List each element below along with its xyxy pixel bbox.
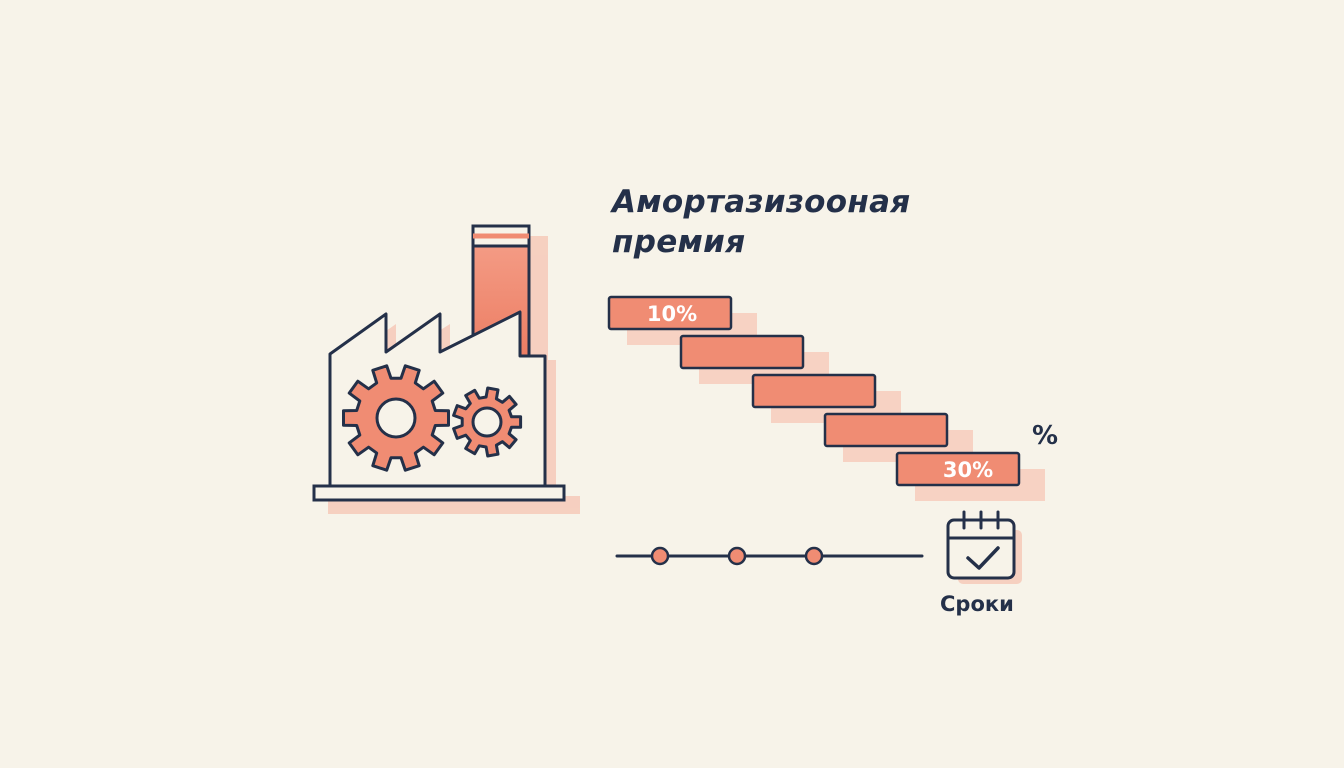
- title-line-2: премия: [612, 224, 746, 260]
- calendar-check-icon: [946, 510, 1022, 584]
- gear-icon: [342, 364, 450, 472]
- deadline-label: Сроки: [940, 592, 1014, 616]
- step-bar: [679, 334, 805, 370]
- step-label: 10%: [647, 302, 697, 326]
- step-bar: [751, 373, 877, 409]
- factory-icon: [312, 224, 580, 514]
- title-line-1: Амортазизооная: [612, 184, 911, 220]
- gear-icon: [452, 386, 523, 458]
- step-label: 30%: [943, 458, 993, 482]
- step-bar: [823, 412, 949, 448]
- timeline-dot: [727, 546, 747, 566]
- percent-symbol: %: [1032, 421, 1059, 451]
- timeline-dot: [804, 546, 824, 566]
- diagram-title: Амортазизооная премия: [612, 182, 911, 262]
- step-bars: 10% 30%: [607, 295, 1045, 501]
- timeline: [615, 546, 924, 566]
- timeline-dot: [650, 546, 670, 566]
- step-bar: [895, 451, 1021, 487]
- step-bar: [607, 295, 733, 331]
